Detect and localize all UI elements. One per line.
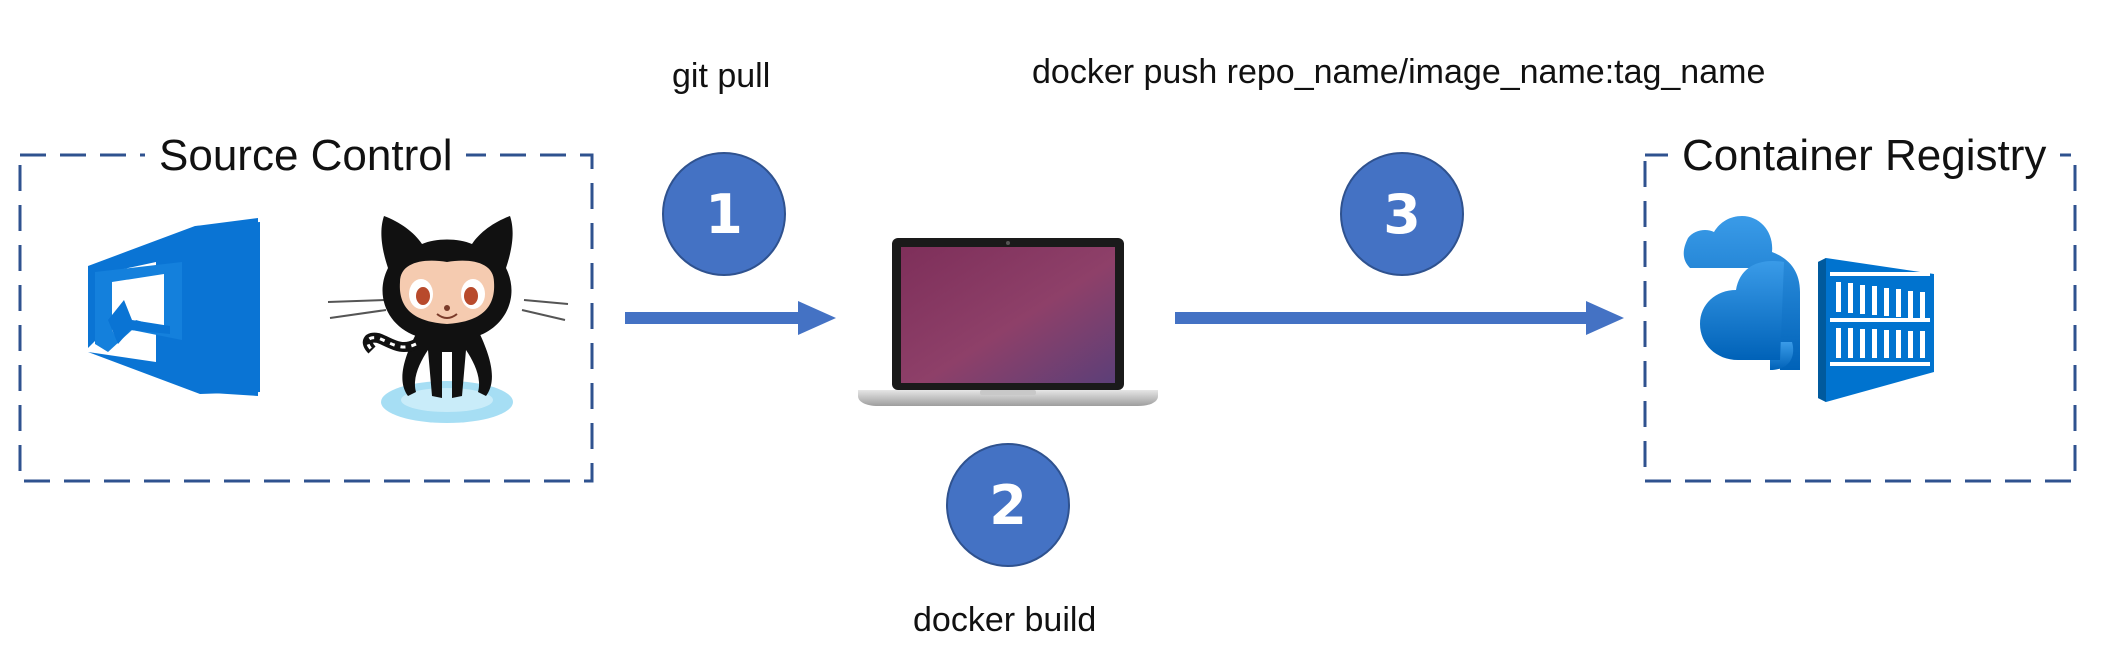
step-3-label: docker push repo_name/image_name:tag_nam…: [1032, 53, 1766, 91]
step-2-badge: 2: [946, 443, 1070, 567]
container-registry-icon: [1683, 216, 1934, 402]
step-2-label: docker build: [913, 601, 1097, 639]
arrow-docker-push: [1175, 301, 1624, 335]
arrow-git-pull: [625, 301, 836, 335]
step-3-badge: 3: [1340, 152, 1464, 276]
laptop-icon: [858, 238, 1158, 406]
github-octocat-icon: [327, 216, 569, 423]
step-1-badge: 1: [662, 152, 786, 276]
source-control-title: Source Control: [145, 130, 467, 182]
step-1-label: git pull: [672, 57, 771, 95]
container-registry-title: Container Registry: [1668, 130, 2061, 182]
azure-devops-icon: [88, 218, 260, 396]
